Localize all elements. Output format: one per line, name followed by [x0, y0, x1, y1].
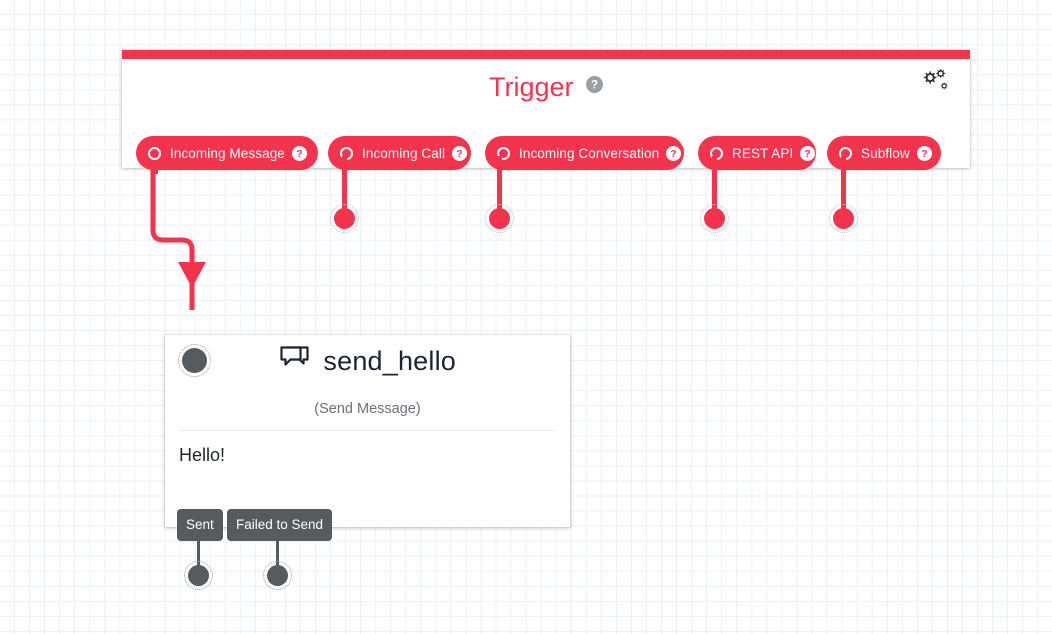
help-circle-icon[interactable]: ?	[291, 145, 307, 161]
gear-icon[interactable]	[919, 68, 953, 100]
page-title: Trigger	[489, 72, 574, 102]
trigger-port-stub	[712, 156, 717, 211]
trigger-port-stub	[497, 156, 502, 211]
trigger-pill-row: Incoming Message?Incoming Call?Incoming …	[122, 136, 970, 170]
trigger-output-port[interactable]	[829, 204, 858, 233]
trigger-output-port[interactable]	[485, 204, 514, 233]
node-divider	[179, 430, 556, 431]
help-circle-icon[interactable]: ?	[800, 145, 816, 161]
node-output-stem	[197, 540, 200, 571]
svg-text:?: ?	[805, 148, 811, 160]
node-output-port-failed-to-send[interactable]	[263, 561, 292, 590]
help-circle-icon[interactable]: ?	[452, 145, 468, 161]
node-subtitle: (Send Message)	[314, 401, 421, 417]
node-output-label-sent[interactable]: Sent	[177, 509, 223, 541]
svg-text:?: ?	[456, 148, 462, 160]
radio-circle-icon[interactable]	[148, 146, 161, 160]
svg-text:?: ?	[296, 148, 302, 160]
arrow-down-icon	[178, 262, 206, 288]
help-circle-icon[interactable]: ?	[666, 145, 682, 161]
svg-text:?: ?	[670, 148, 676, 160]
trigger-pill-label: Incoming Conversation	[519, 145, 660, 161]
trigger-pill-subflow[interactable]: Subflow?	[827, 136, 941, 170]
node-input-port[interactable]	[178, 344, 211, 377]
trigger-port-stub	[841, 156, 846, 211]
trigger-panel: Trigger ?	[122, 50, 970, 170]
svg-text:?: ?	[921, 148, 927, 160]
radio-circle-icon[interactable]	[497, 146, 510, 160]
trigger-pill-incoming-message[interactable]: Incoming Message?	[136, 136, 318, 170]
node-output-label-failed-to-send[interactable]: Failed to Send	[227, 509, 333, 541]
node-title-row: send_hello	[165, 345, 570, 376]
node-title: send_hello	[323, 346, 457, 376]
trigger-pill-incoming-call[interactable]: Incoming Call?	[328, 136, 471, 170]
chat-bubble-icon	[279, 345, 310, 375]
connector-incoming-message-to-send-hello	[150, 160, 206, 310]
svg-text:?: ?	[591, 80, 598, 92]
trigger-pill-label: Incoming Call	[362, 145, 446, 161]
node-output-port-sent[interactable]	[184, 561, 213, 590]
trigger-output-port[interactable]	[700, 204, 729, 233]
trigger-panel-accent-bar	[122, 50, 970, 59]
node-message-body: Hello!	[179, 445, 226, 465]
trigger-pill-incoming-conversation[interactable]: Incoming Conversation?	[485, 136, 684, 170]
trigger-output-port[interactable]	[330, 204, 359, 233]
trigger-pill-rest-api[interactable]: REST API?	[698, 136, 816, 170]
trigger-pill-label: Subflow	[861, 145, 910, 161]
node-output-stem	[276, 540, 279, 571]
trigger-pill-label: Incoming Message	[170, 145, 285, 161]
node-send-hello[interactable]: send_hello (Send Message) Hello!	[165, 335, 570, 527]
help-circle-icon[interactable]: ?	[916, 145, 932, 161]
trigger-pill-label: REST API	[732, 145, 794, 161]
trigger-title-row: Trigger ?	[122, 74, 970, 101]
help-circle-icon[interactable]: ?	[585, 76, 603, 97]
trigger-port-stub	[342, 156, 347, 211]
